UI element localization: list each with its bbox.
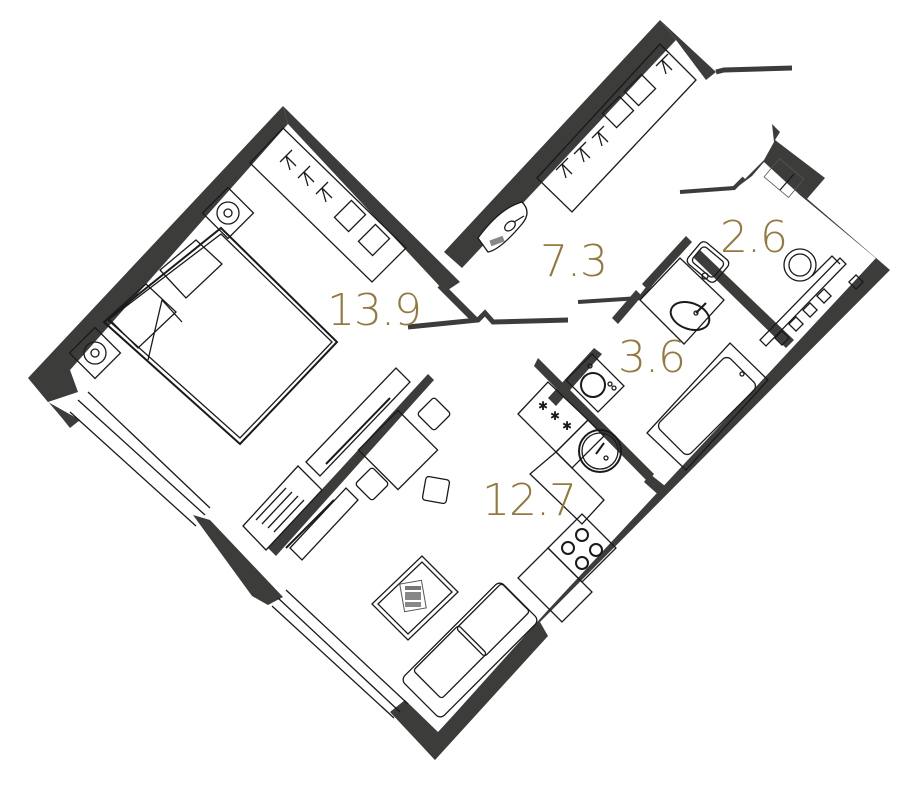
shaft-box bbox=[763, 157, 805, 199]
radiator-icon bbox=[242, 465, 323, 551]
bed-icon bbox=[102, 226, 339, 446]
room-area-hallway: 7.3 bbox=[540, 236, 607, 287]
folded-shirt-icon bbox=[333, 199, 391, 257]
bathroom-furniture bbox=[565, 257, 769, 471]
washbasin-icon bbox=[639, 257, 725, 345]
kitchen-counter bbox=[529, 419, 605, 525]
wardrobe bbox=[249, 127, 407, 283]
coffee-table-icon bbox=[371, 555, 459, 641]
hallway-furniture bbox=[477, 43, 697, 253]
kitchen-lower-counter bbox=[517, 547, 593, 623]
kitchen-sink-icon bbox=[578, 429, 622, 473]
svg-text:✱: ✱ bbox=[550, 409, 560, 423]
wall-bedroom-ne bbox=[283, 106, 460, 292]
washing-machine-icon bbox=[565, 353, 625, 413]
dining-table-icon bbox=[357, 409, 439, 491]
wall-hall-nw bbox=[444, 20, 676, 268]
bathtub-icon bbox=[646, 342, 769, 471]
room-area-bathroom: 3.6 bbox=[618, 332, 685, 383]
wall-pier-left bbox=[28, 378, 80, 428]
walls bbox=[28, 20, 890, 760]
mirror-shelf-icon bbox=[477, 201, 528, 253]
wall-pier-mid bbox=[193, 515, 283, 605]
washbasin-icon bbox=[686, 241, 730, 283]
svg-text:✱: ✱ bbox=[562, 419, 572, 433]
svg-text:✱: ✱ bbox=[538, 399, 548, 413]
room-area-kitchen-living: 12.7 bbox=[482, 475, 576, 526]
wall-southeast bbox=[424, 258, 890, 760]
bedroom-furniture bbox=[68, 127, 411, 561]
folded-shirt-icon bbox=[601, 73, 657, 129]
partitions bbox=[268, 236, 794, 556]
chair-icon bbox=[355, 397, 451, 505]
magazine-icon bbox=[399, 579, 427, 613]
toilet-icon bbox=[783, 248, 841, 282]
hanger-icon bbox=[555, 53, 673, 179]
window-icon bbox=[69, 391, 409, 719]
refrigerator-icon: ✱ ✱ ✱ bbox=[517, 381, 589, 453]
room-area-toilet: 2.6 bbox=[720, 212, 787, 263]
room-labels: 13.9 7.3 2.6 3.6 12.7 bbox=[327, 212, 788, 526]
hall-wardrobe bbox=[536, 43, 697, 213]
shelf-unit-icon bbox=[759, 257, 864, 347]
room-area-bedroom: 13.9 bbox=[327, 285, 421, 336]
wall-hall-ne bbox=[660, 20, 716, 80]
nightstand-lamp-icon bbox=[68, 186, 255, 380]
sofa-icon bbox=[402, 582, 538, 718]
toilet-furniture bbox=[686, 157, 864, 347]
hanger-icon bbox=[279, 149, 333, 203]
wall-bedroom-nw bbox=[28, 106, 288, 402]
kitchen-furniture: ✱ ✱ ✱ bbox=[355, 381, 622, 718]
